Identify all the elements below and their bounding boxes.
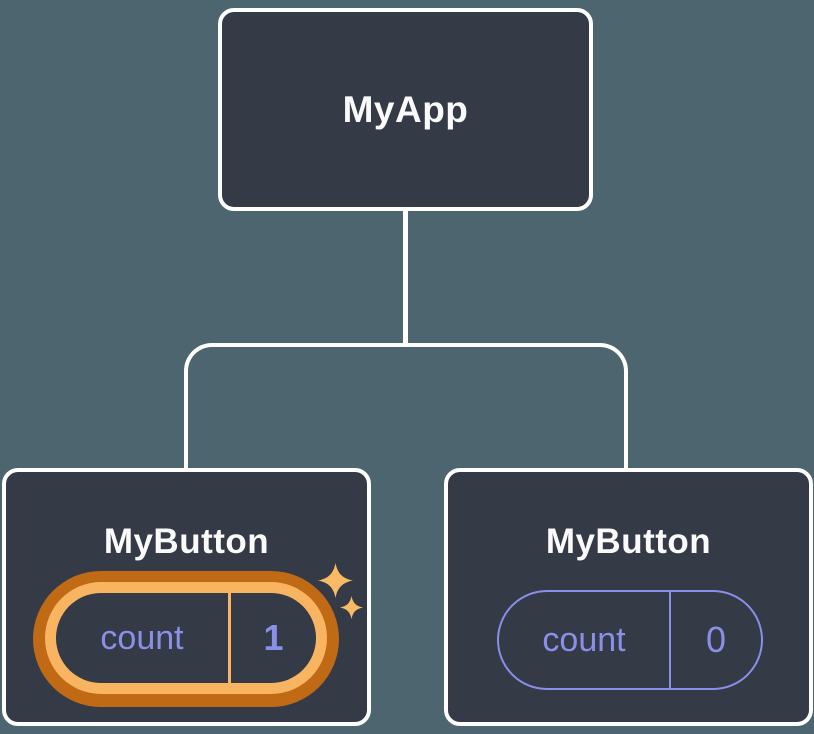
connector-stem xyxy=(403,209,408,347)
state-value: 0 xyxy=(705,619,727,660)
state-pill-highlighted: count 1 xyxy=(33,571,339,707)
root-node-myapp: MyApp xyxy=(218,8,593,211)
pill-divider xyxy=(669,592,671,688)
state-key-label: count xyxy=(542,620,626,659)
connector-branch xyxy=(184,343,628,468)
state-value: 1 xyxy=(263,617,284,658)
state-pill-body: count 1 xyxy=(56,593,316,683)
child-node-label: MyButton xyxy=(103,522,270,561)
child-node-label: MyButton xyxy=(545,522,712,561)
state-pill: count 0 xyxy=(497,590,763,690)
child-node-mybutton-right: MyButton count 0 xyxy=(444,468,813,726)
pill-divider xyxy=(228,593,231,683)
state-key-label: count xyxy=(100,618,184,657)
child-node-mybutton-left: MyButton count 1 xyxy=(2,468,371,726)
state-pill-highlight-ring: count 1 xyxy=(45,582,327,694)
root-node-label: MyApp xyxy=(342,88,469,130)
